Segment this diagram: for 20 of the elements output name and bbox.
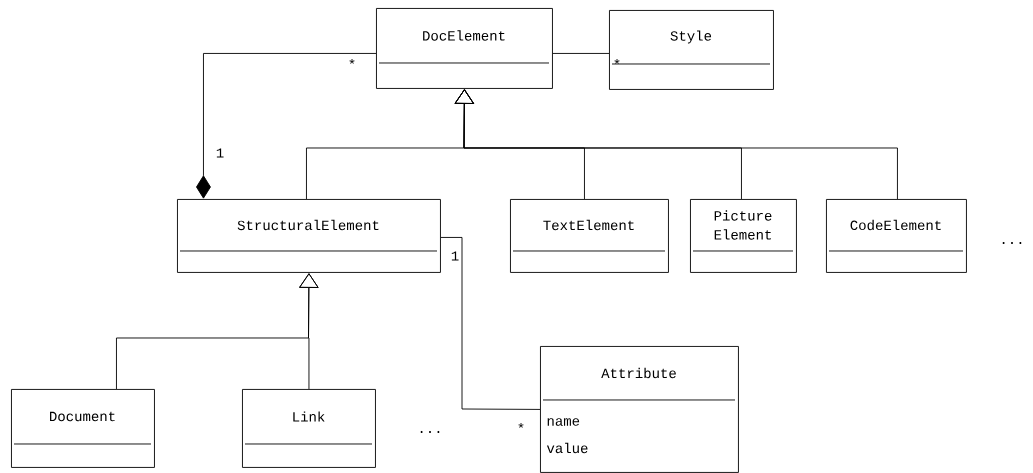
multiplicity-label: *: [349, 58, 355, 64]
generalization-arrow: [454, 89, 898, 200]
multiplicity-label: 1: [216, 148, 224, 158]
multiplicity-label: *: [518, 422, 524, 428]
composition-line: [196, 53, 377, 199]
class-box: CodeElement: [826, 199, 967, 273]
association-line: [552, 53, 610, 54]
multiplicity-label: 1: [451, 251, 459, 261]
association-line: [440, 237, 541, 410]
multiplicity-label: *: [614, 58, 620, 64]
class-box: StructuralElement: [177, 199, 441, 273]
class-box: TextElement: [510, 199, 669, 273]
class-box: Document: [11, 389, 155, 468]
ellipsis: ...: [420, 430, 440, 433]
class-box: DocElement: [376, 8, 553, 89]
class-box: Picture Element: [690, 199, 797, 273]
generalization-arrow: [299, 273, 319, 390]
class-box: Link: [242, 389, 376, 468]
ellipsis: ...: [1002, 241, 1022, 244]
class-box: Attribute name value: [540, 346, 739, 473]
